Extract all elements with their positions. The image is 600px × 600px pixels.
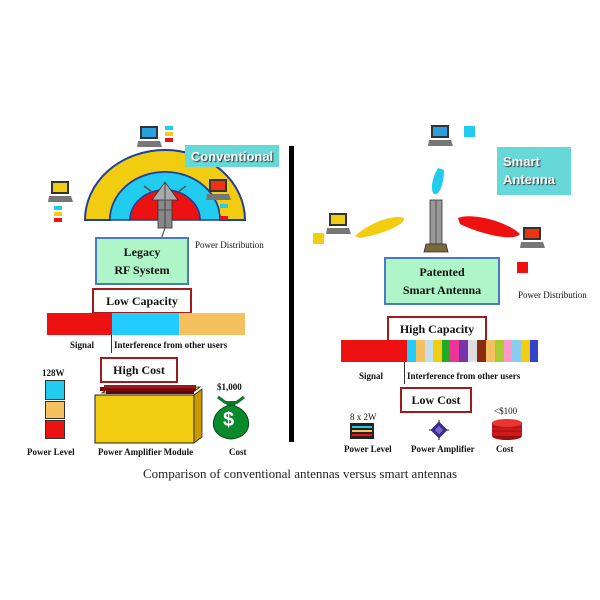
- low-capacity-box: Low Capacity: [92, 288, 192, 314]
- interference-segment: [425, 340, 433, 362]
- interference-segment: [442, 340, 450, 362]
- user-indicator-icon: [54, 212, 62, 216]
- signal-label: Signal: [70, 340, 95, 350]
- interference-segment: [512, 340, 521, 362]
- signal-label: Signal: [359, 371, 384, 381]
- cost-label: Cost: [229, 447, 247, 457]
- system-label-line1: Legacy: [123, 245, 161, 259]
- computer-terminal-icon: [48, 181, 73, 202]
- power-level-bar: [45, 401, 65, 419]
- amp-module-label: Power Amplifier Module: [98, 447, 194, 457]
- user-indicator-icon: [165, 138, 173, 142]
- interference-segment: [468, 340, 477, 362]
- money-bag-icon: [212, 395, 250, 440]
- high-capacity-box: High Capacity: [387, 316, 487, 342]
- conventional-title: Conventional: [185, 145, 279, 167]
- bar-divider-line: [111, 335, 112, 353]
- amplifier-chip-icon: [429, 420, 449, 440]
- interference-segment: [179, 313, 245, 335]
- cyan-beam: [431, 168, 444, 195]
- power-distribution-label: Power Distribution: [195, 240, 264, 250]
- cost-value-label: <$100: [494, 406, 518, 416]
- smart-antenna-title: Smart Antenna: [497, 147, 571, 195]
- antenna-tower-icon: [143, 181, 187, 249]
- system-label-line2: RF System: [114, 263, 170, 277]
- title-line1: Smart: [503, 154, 540, 169]
- interference-segment: [416, 340, 425, 362]
- computer-terminal-icon: [326, 213, 351, 234]
- patented-smart-antenna-box: Patented Smart Antenna: [384, 257, 500, 305]
- interference-segments: [407, 340, 538, 362]
- user-indicator-icon: [165, 126, 173, 130]
- system-label-line1: Patented: [419, 265, 465, 279]
- power-distribution-label: Power Distribution: [518, 290, 587, 300]
- system-label-line2: Smart Antenna: [402, 283, 482, 297]
- money-symbol: $: [223, 409, 235, 431]
- interference-segment: [504, 340, 512, 362]
- interference-segment: [112, 313, 179, 335]
- interference-segment: [521, 340, 530, 362]
- power-level-label: Power Level: [27, 447, 75, 457]
- bar-divider-line: [404, 362, 405, 384]
- interference-segment: [450, 340, 459, 362]
- computer-terminal-icon: [206, 179, 231, 200]
- figure-caption: Comparison of conventional antennas vers…: [142, 466, 458, 481]
- smart-antenna-beams: [355, 168, 520, 253]
- computer-terminal-icon: [137, 126, 162, 147]
- legacy-rf-system-box: Legacy RF System: [95, 237, 189, 285]
- user-indicator-icon: [220, 204, 228, 208]
- interference-segment: [433, 340, 442, 362]
- user-indicator-icon: [54, 218, 62, 222]
- power-value-label: 8 x 2W: [350, 412, 377, 422]
- coin-stack-icon: [492, 419, 522, 440]
- user-indicator-icon: [54, 206, 62, 210]
- high-cost-box: High Cost: [100, 357, 178, 383]
- antenna-tower-icon: [423, 199, 449, 253]
- power-level-bar: [45, 420, 65, 439]
- interference-label: Interference from other users: [114, 340, 228, 350]
- title-line2: Antenna: [503, 172, 555, 187]
- user-indicator-icon: [165, 132, 173, 136]
- yellow-beam: [355, 216, 405, 238]
- low-cost-box: Low Cost: [400, 387, 472, 413]
- interference-segment: [495, 340, 504, 362]
- interference-segment: [459, 340, 468, 362]
- computer-terminal-icon: [520, 227, 545, 248]
- power-level-label: Power Level: [344, 444, 392, 454]
- computer-terminal-icon: [428, 125, 453, 146]
- center-divider: [289, 146, 294, 442]
- interference-segment: [407, 340, 416, 362]
- power-amplifier-module-icon: [94, 385, 203, 444]
- power-level-bars-icon: [350, 423, 374, 439]
- power-value-label: 128W: [42, 368, 65, 378]
- user-indicator-icon: [220, 216, 228, 220]
- power-level-bar: [45, 380, 65, 400]
- user-indicator-icon: [464, 126, 475, 137]
- signal-segment: [47, 313, 112, 335]
- interference-segment: [486, 340, 495, 362]
- interference-segment: [530, 340, 538, 362]
- cost-value-label: $1,000: [217, 382, 242, 392]
- user-indicator-icon: [313, 233, 324, 244]
- amp-label: Power Amplifier: [411, 444, 475, 454]
- signal-segment: [341, 340, 407, 362]
- interference-label: Interference from other users: [407, 371, 521, 381]
- cost-label: Cost: [496, 444, 514, 454]
- user-indicator-icon: [517, 262, 528, 273]
- red-beam: [458, 216, 520, 238]
- interference-segment: [477, 340, 486, 362]
- conventional-coverage-diagram: [83, 149, 247, 249]
- user-indicator-icon: [220, 210, 228, 214]
